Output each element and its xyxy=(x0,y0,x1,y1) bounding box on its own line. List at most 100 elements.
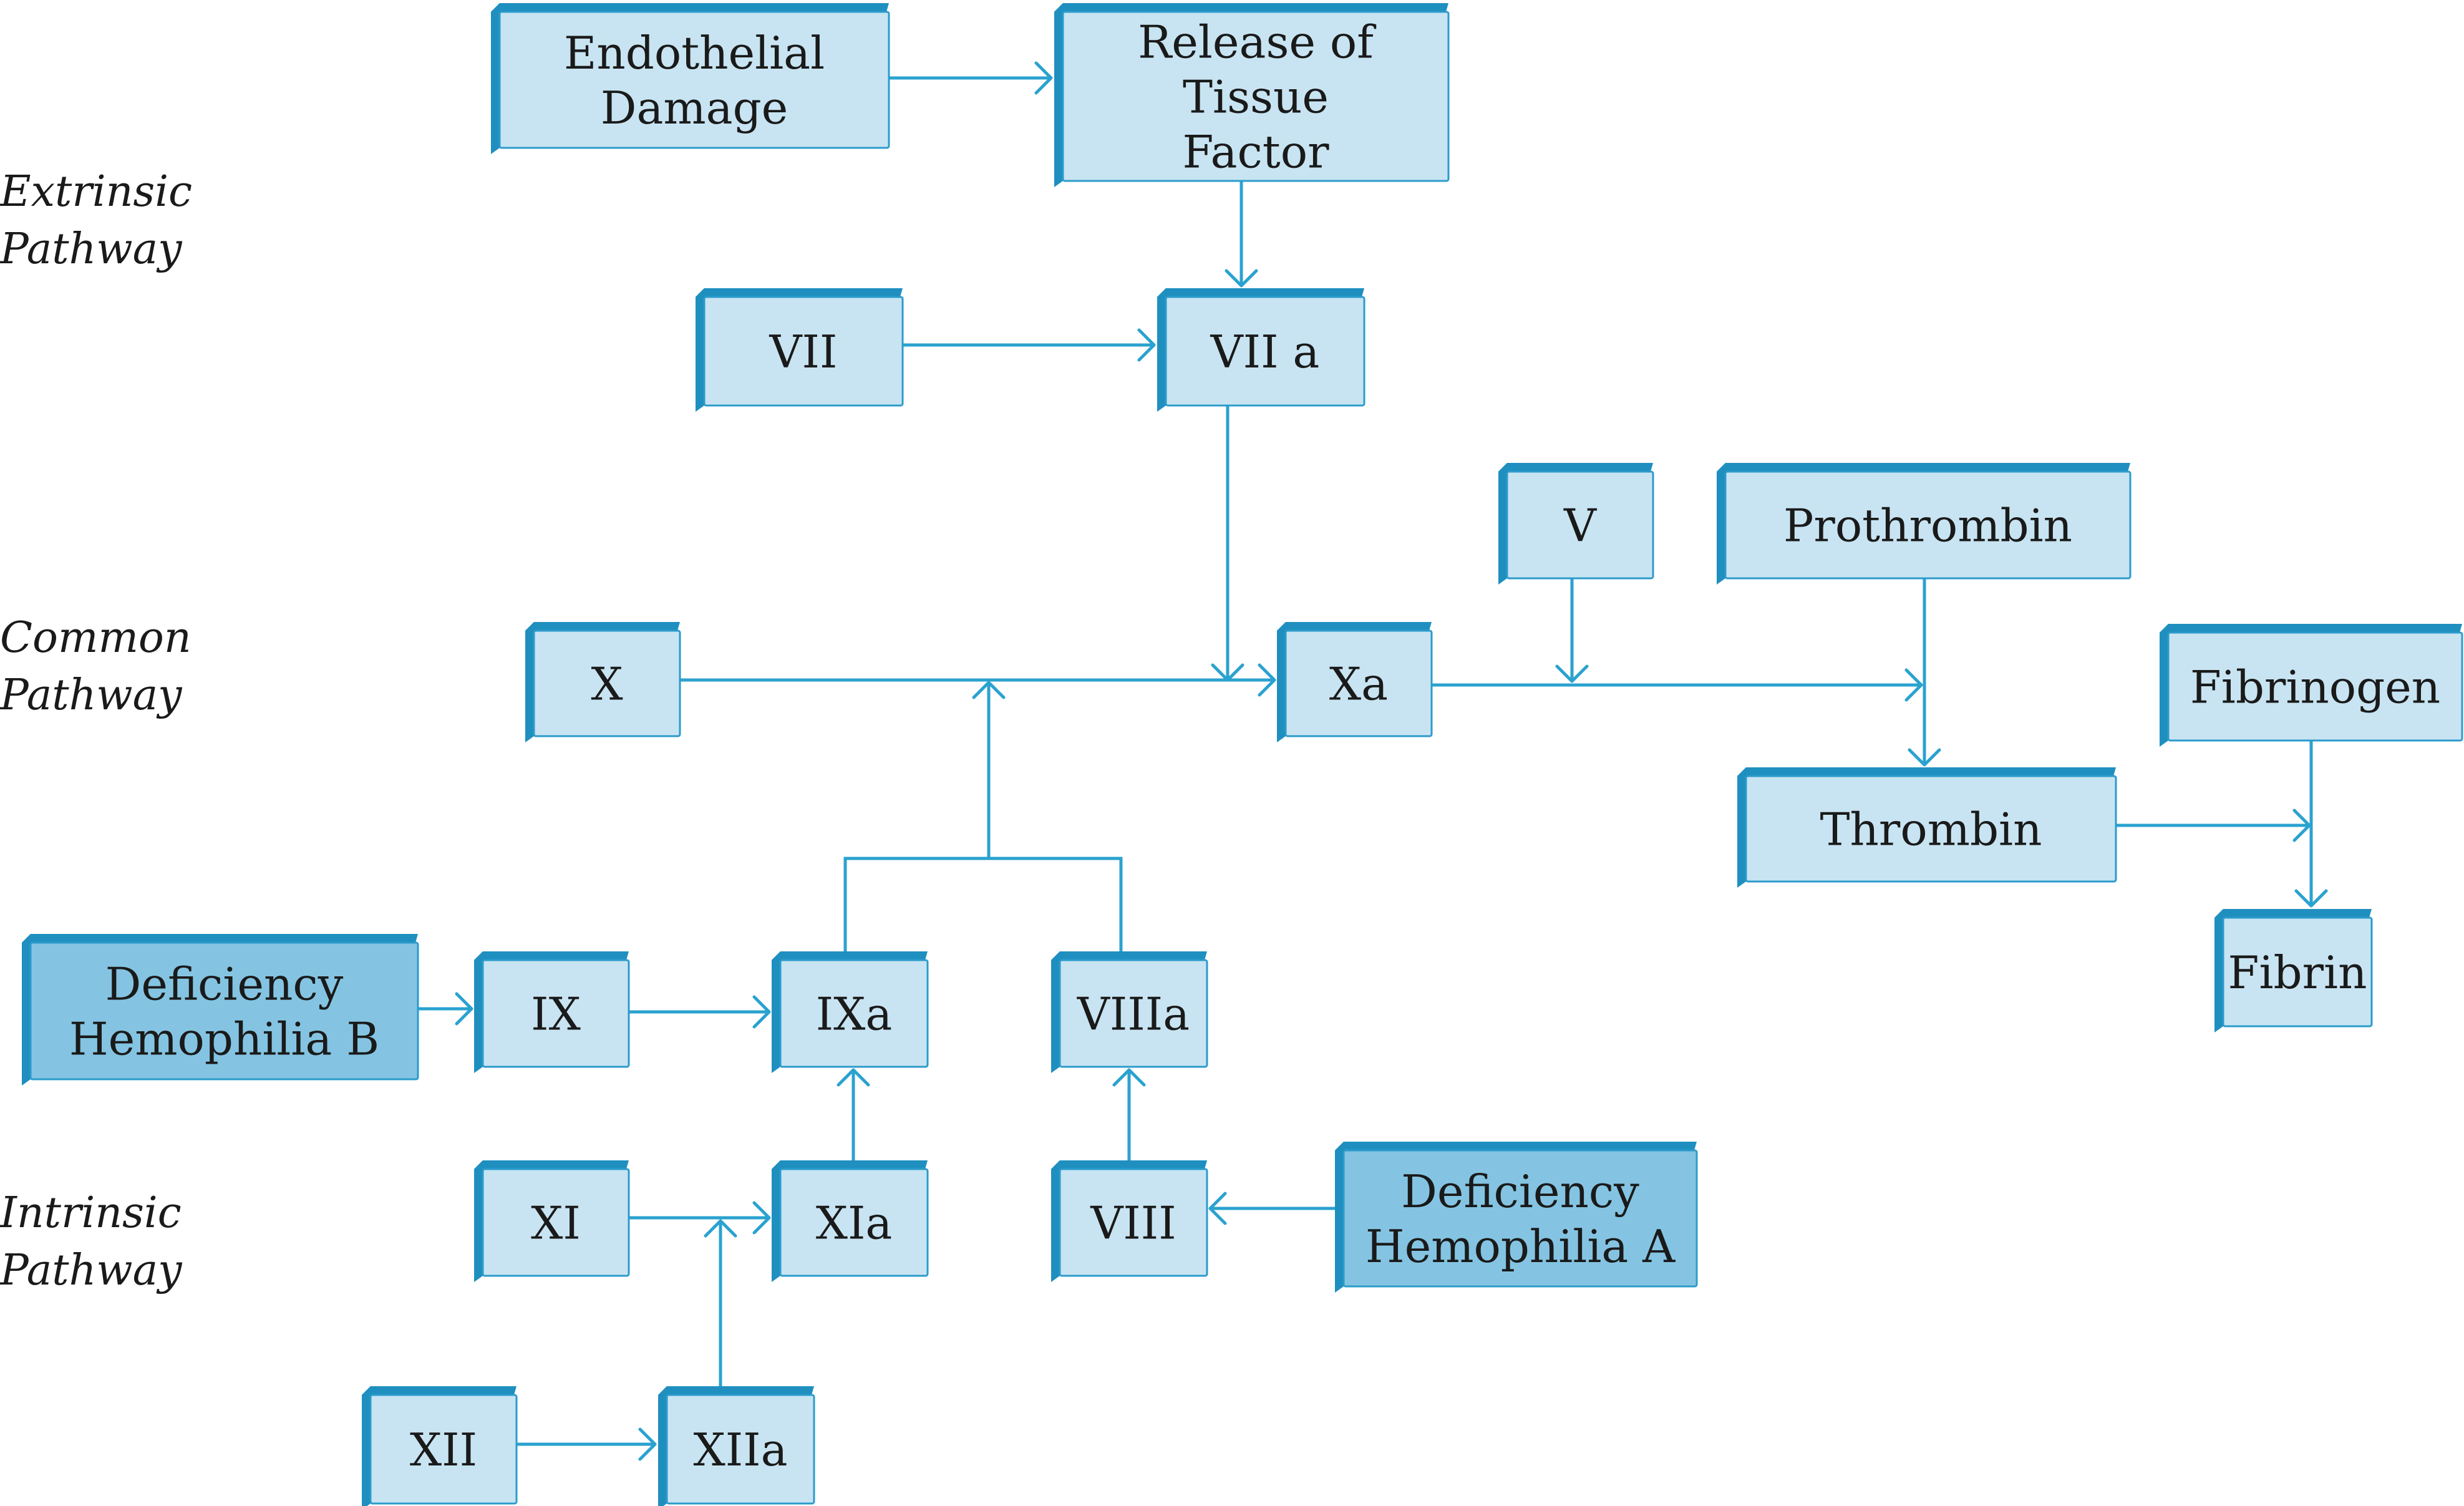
box-side xyxy=(1335,1142,1344,1293)
node-label: VIIIa xyxy=(1077,988,1190,1041)
edge-ixa-viiia-merge xyxy=(843,857,1123,951)
node-x: X xyxy=(525,622,681,742)
box-side xyxy=(1051,951,1060,1073)
node-label: XIa xyxy=(816,1197,893,1250)
node-label: Xa xyxy=(1329,658,1388,711)
connectors xyxy=(418,61,2328,1461)
arrowhead xyxy=(837,1068,870,1087)
arrowhead xyxy=(1904,668,1923,702)
node-label: Hemophilia A xyxy=(1365,1220,1676,1273)
intrinsic-pathway-label: Pathway xyxy=(0,1246,183,1295)
box-top xyxy=(2160,624,2462,633)
box-top xyxy=(1051,1160,1207,1169)
box-side xyxy=(1054,3,1063,187)
node-ix: IX xyxy=(474,951,630,1073)
node-label: VII xyxy=(769,326,838,378)
node-label: Tissue xyxy=(1183,71,1329,124)
node-ixa: IXa xyxy=(772,951,929,1073)
box-top xyxy=(22,934,418,943)
arrowhead xyxy=(1258,663,1276,697)
box-face xyxy=(1059,959,1208,1068)
box-face xyxy=(369,1394,518,1505)
node-xi: XI xyxy=(474,1160,630,1282)
node-label: Endothelial xyxy=(564,27,825,79)
box-face xyxy=(2222,916,2373,1027)
common-pathway-label: Common xyxy=(0,613,192,663)
box-side xyxy=(1051,1160,1060,1282)
arrowhead xyxy=(752,995,771,1029)
box-face xyxy=(29,941,419,1081)
node-xa: Xa xyxy=(1277,622,1433,742)
arrowhead xyxy=(2292,809,2311,842)
box-side xyxy=(1157,288,1166,412)
box-top xyxy=(696,288,903,297)
box-side xyxy=(362,1386,371,1506)
node-label: Fibrin xyxy=(2228,946,2367,999)
node-prothrombin: Prothrombin xyxy=(1717,463,2132,585)
box-top xyxy=(491,3,889,12)
node-xiia: XIIa xyxy=(658,1386,815,1506)
arrowhead xyxy=(972,681,1006,699)
box-face xyxy=(482,1168,630,1277)
node-viii: VIII xyxy=(1051,1160,1208,1282)
box-face xyxy=(666,1394,815,1505)
box-side xyxy=(1717,463,1725,585)
node-label: XIIa xyxy=(693,1424,787,1476)
box-side xyxy=(696,288,704,412)
box-top xyxy=(474,1160,629,1169)
arrowhead xyxy=(704,1219,737,1238)
box-face xyxy=(779,959,929,1068)
arrowhead xyxy=(1208,1192,1227,1225)
node-label: VII a xyxy=(1210,326,1320,378)
node-label: XI xyxy=(531,1197,581,1250)
arrowhead xyxy=(638,1427,657,1461)
box-side xyxy=(1277,622,1286,742)
box-face xyxy=(533,629,681,737)
box-side xyxy=(1737,767,1746,888)
box-top xyxy=(2214,909,2372,918)
node-xia: XIa xyxy=(772,1160,929,1282)
node-thrombin: Thrombin xyxy=(1737,767,2117,888)
pathway-labels: ExtrinsicPathwayCommonPathwayIntrinsicPa… xyxy=(0,167,192,1295)
node-xii: XII xyxy=(362,1386,518,1506)
box-side xyxy=(772,951,780,1073)
arrowhead xyxy=(1112,1068,1146,1087)
box-side xyxy=(1498,463,1507,585)
node-label: XII xyxy=(410,1424,477,1476)
box-top xyxy=(1498,463,1653,472)
arrowhead xyxy=(1555,664,1589,683)
node-label: Release of xyxy=(1138,16,1376,69)
box-top xyxy=(1054,3,1448,12)
box-face xyxy=(1284,629,1433,737)
box-face xyxy=(1165,296,1365,407)
box-top xyxy=(362,1386,517,1395)
box-top xyxy=(772,951,928,960)
box-side xyxy=(772,1160,780,1282)
common-pathway-label: Pathway xyxy=(0,671,183,720)
node-label: Fibrinogen xyxy=(2190,661,2440,714)
arrowhead xyxy=(455,992,473,1026)
arrowhead xyxy=(1225,269,1258,288)
box-face xyxy=(1062,11,1450,182)
arrowhead xyxy=(1034,61,1053,95)
node-label: Deficiency xyxy=(1401,1165,1639,1218)
box-face xyxy=(1059,1168,1208,1277)
box-side xyxy=(2214,909,2223,1032)
node-label: VIII xyxy=(1090,1197,1176,1250)
box-top xyxy=(474,951,629,960)
node-fibrin: Fibrin xyxy=(2214,909,2373,1032)
box-top xyxy=(1051,951,1207,960)
box-side xyxy=(525,622,534,742)
box-top xyxy=(658,1386,814,1395)
box-face xyxy=(2167,631,2463,742)
box-top xyxy=(525,622,680,631)
node-label: Deficiency xyxy=(105,958,344,1011)
intrinsic-pathway-label: Intrinsic xyxy=(0,1188,182,1238)
box-face xyxy=(482,959,630,1068)
node-label: Prothrombin xyxy=(1783,500,2072,552)
